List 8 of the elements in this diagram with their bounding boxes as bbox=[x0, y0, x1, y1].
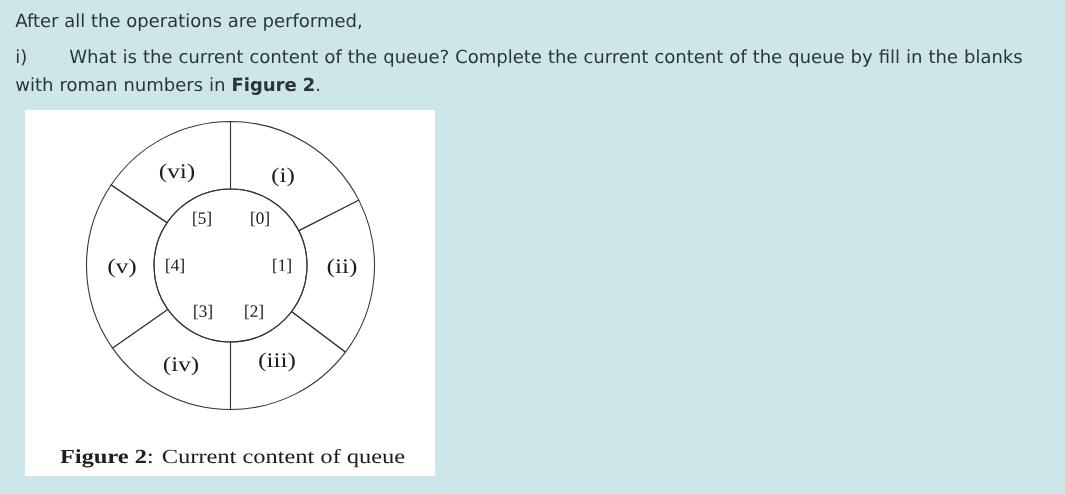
figure-caption: Figure 2: Current content of queue bbox=[60, 448, 405, 468]
question-text: After all the operations are performed, bbox=[15, 13, 361, 31]
index-label: [1] bbox=[273, 258, 291, 274]
ring-segment: (ii) bbox=[291, 199, 376, 353]
index-label: [0] bbox=[251, 211, 269, 227]
question-text: i) What is the current content of the queue? Complete the current content of the queue by fill in the blanks with roman numbers in Figure 2. bbox=[16, 49, 1022, 95]
index-label: [5] bbox=[193, 211, 211, 227]
index-label: [4] bbox=[166, 258, 184, 274]
